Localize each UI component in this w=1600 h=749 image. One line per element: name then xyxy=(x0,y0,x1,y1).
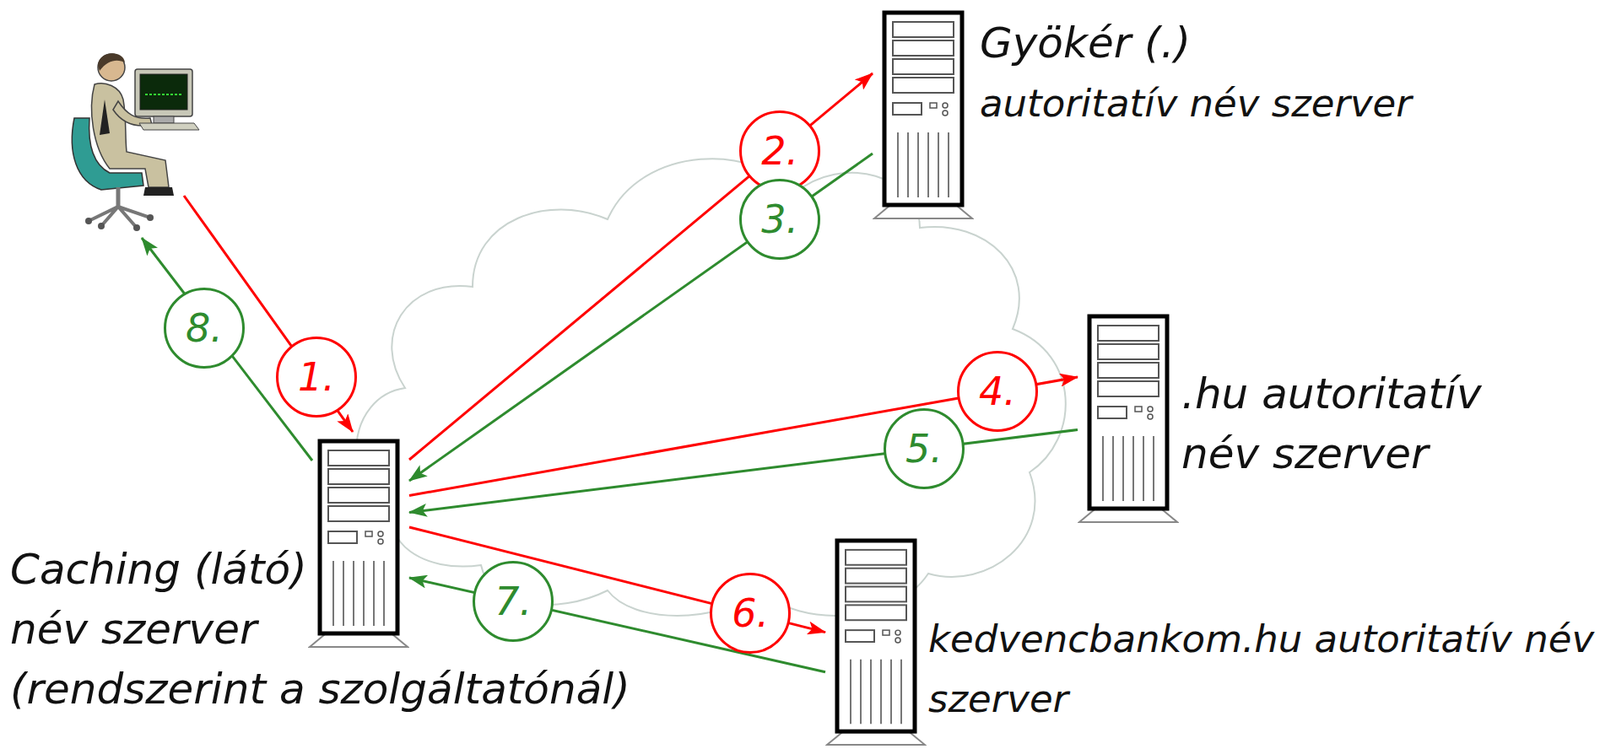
callout-number: 3. xyxy=(761,198,799,241)
callout-number: 5. xyxy=(905,427,943,471)
server-node: Gyökér (.)autoritatív név szerver xyxy=(872,10,974,222)
query-arrow xyxy=(409,430,1078,514)
callout-circle: 6. xyxy=(709,572,791,655)
callout-number: 8. xyxy=(185,307,223,350)
callout-circle: 7. xyxy=(472,561,554,643)
server-node: Caching (látó) név szerver(rendszerint a… xyxy=(308,438,410,650)
callout-circle: 8. xyxy=(163,287,245,369)
server-label: autoritatív név szerver xyxy=(979,73,1596,134)
server-icon xyxy=(872,10,974,222)
user-figure xyxy=(71,53,200,232)
server-node: kedvencbankom.hu autoritatív név szerver xyxy=(825,538,927,748)
callout-number: 6. xyxy=(731,592,769,635)
callout-number: 2. xyxy=(761,129,799,173)
callout-number: 7. xyxy=(494,580,532,623)
query-arrow xyxy=(409,153,873,482)
server-icon xyxy=(308,438,410,650)
callout-number: 4. xyxy=(978,370,1017,413)
server-label: (rendszerint a szolgáltatónál) xyxy=(10,659,686,720)
cloud-outline xyxy=(356,158,1066,617)
callout-circle: 4. xyxy=(956,351,1038,433)
server-label: .hu autoritatív név szerver xyxy=(1181,364,1528,485)
server-icon xyxy=(825,538,927,748)
server-label: Gyökér (.) xyxy=(979,13,1571,74)
server-label: kedvencbankom.hu autoritatív név szerver xyxy=(928,609,1600,730)
callout-circle: 3. xyxy=(739,178,821,260)
server-icon xyxy=(1077,313,1179,525)
callout-circle: 5. xyxy=(883,408,965,490)
query-arrow xyxy=(409,73,873,460)
server-label: Caching (látó) név szerver xyxy=(10,540,316,660)
callout-circle: 1. xyxy=(275,336,357,418)
query-arrow xyxy=(409,578,826,673)
request-line xyxy=(183,195,353,433)
callout-number: 1. xyxy=(297,356,336,399)
server-node: .hu autoritatív név szerver xyxy=(1077,313,1179,525)
